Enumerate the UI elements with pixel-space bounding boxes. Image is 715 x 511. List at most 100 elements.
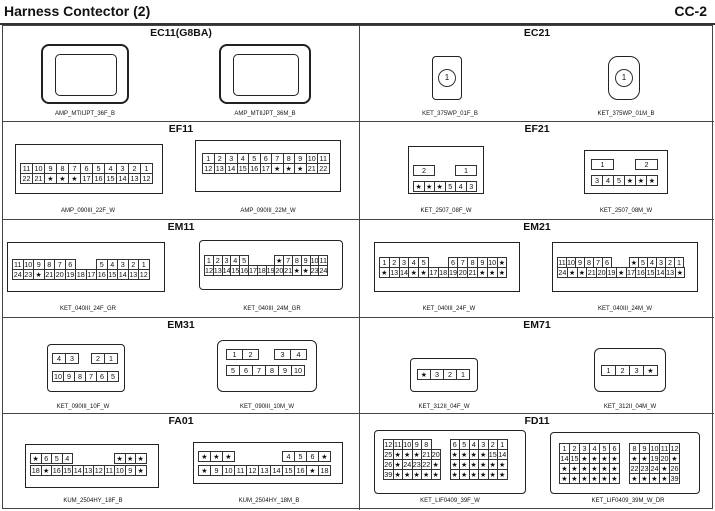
connector-caption: KET_312II_04F_W [418,404,470,410]
pin: 24 [318,265,329,276]
pin: 3 [65,353,79,364]
pin: ★ [135,465,147,476]
cell-ec11: EC11(G8BA) AMP_MTIIJPT_36F_B AMP_MTIIJPT… [3,26,359,121]
page-header: Harness Contector (2) CC-2 [0,0,715,25]
ec11-female-connector [41,44,129,104]
connector-title: EC11(G8BA) [150,27,212,39]
pin: 7 [252,365,266,376]
connector-title: EM31 [167,319,195,331]
pin: 1 [615,69,633,87]
grid-divider [3,219,714,220]
connector-caption: AMP_090III_22M_W [240,208,296,214]
grid-divider [3,317,714,318]
pin: 5 [107,371,119,382]
pin: 1 [456,369,470,380]
connector-caption: KET_040III_24F_GR [59,306,117,312]
pin: 39 [669,473,680,484]
pin: 3 [430,369,444,380]
pin: 4 [290,349,307,360]
connector-caption: KET_2507_08F_W [420,208,472,214]
pin-row: 39★★★★★★★★★★★ [383,469,508,480]
grid-divider [3,121,714,122]
pin: 1 [438,69,456,87]
pin: 10 [291,365,305,376]
ec11-male-connector [219,44,311,104]
ec21-female-connector: 1 [432,56,462,100]
connector-caption: KET_090III_10F_W [56,404,110,410]
pin: 5 [226,365,240,376]
connector-caption: KET_312II_04M_W [603,404,657,410]
cell-ec21: EC21 1 1 KET_375WP_01F_B KET_375WP_01M_B [360,26,714,121]
connector-title: EM71 [523,319,551,331]
pin: ★ [609,473,620,484]
pin: 1 [591,159,614,170]
pin: ★ [643,365,658,376]
connector-title: EF11 [168,123,194,135]
pin: 18 [318,465,331,476]
pin: ★ [222,451,235,462]
connector-title: EM11 [167,221,195,233]
grid-divider-vertical [359,26,360,510]
ec11-male-pin-area [233,54,299,96]
connector-caption: KUM_2504HY_18F_B [63,498,123,504]
connector-caption: KET_040III_24F_W [422,306,476,312]
pin: 2 [635,159,658,170]
pin: 3 [274,349,291,360]
connector-caption: KET_LIF0409_39M_W_DR [591,498,665,504]
connector-title: EM21 [523,221,551,233]
pin: ★ [318,451,331,462]
connector-caption: KET_375WP_01M_B [597,111,655,117]
pin: ★ [135,453,147,464]
connector-caption: KET_040III_24M_GR [243,306,301,312]
pin: ★ [497,469,508,480]
page-code: CC-2 [674,3,707,19]
pin: ★ [674,267,686,278]
ec11-female-pin-area [55,54,117,96]
connector-title: EC21 [523,27,551,39]
connector-caption: AMP_MTIIJPT_36F_B [54,111,116,117]
pin: 2 [413,165,435,176]
pin: 1 [104,353,118,364]
pin-row: ★★★★★★★★★★39 [559,473,680,484]
pin: 3 [465,181,477,192]
pin: ★ [496,267,508,278]
pin [613,159,636,170]
connector-caption: KET_2507_08M_W [599,208,653,214]
pin: 3 [629,365,644,376]
connector-caption: KET_LIF0409_39F_W [420,498,480,504]
pin: 1 [455,165,477,176]
pin: 12 [138,269,150,280]
pin: 2 [242,349,259,360]
grid-divider [3,413,714,414]
pin: 6 [239,365,253,376]
